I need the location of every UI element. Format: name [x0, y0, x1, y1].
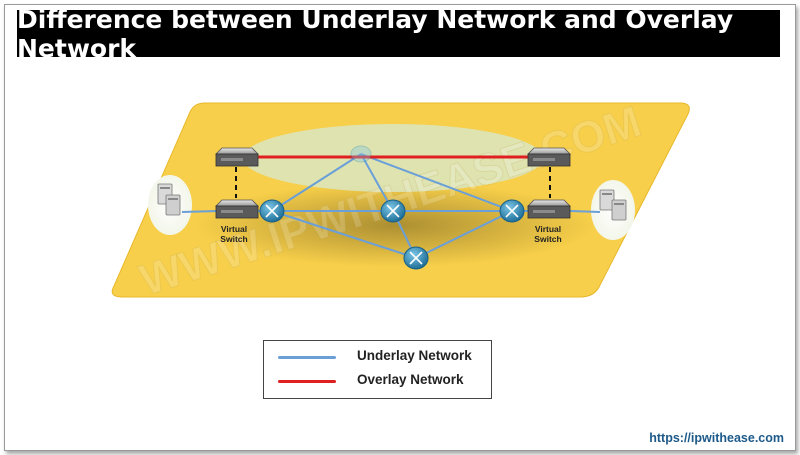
- underlay-swatch: [278, 356, 336, 359]
- footer-url[interactable]: https://ipwithease.com: [649, 431, 784, 445]
- left-virtual-switch-icon: [215, 199, 259, 219]
- left-switch-label-line2: Switch: [220, 234, 247, 244]
- legend-item-overlay: Overlay Network: [264, 370, 491, 394]
- router-icon-center: [380, 199, 406, 223]
- underlay-link: [271, 153, 362, 212]
- legend-label-overlay: Overlay Network: [357, 372, 464, 387]
- left-switch-label-line1: Virtual: [221, 224, 247, 234]
- right-virtual-switch-icon: [527, 199, 571, 219]
- page-title: Difference between Underlay Network and …: [17, 5, 780, 63]
- legend-label-underlay: Underlay Network: [357, 348, 472, 363]
- router-icon-bottom: [403, 246, 429, 270]
- underlay-link: [271, 210, 417, 259]
- underlay-link: [181, 210, 219, 213]
- legend-item-underlay: Underlay Network: [264, 346, 491, 370]
- right-servers-icon: [599, 189, 627, 221]
- underlay-link: [360, 153, 513, 212]
- underlay-link: [415, 210, 513, 259]
- overlay-swatch: [278, 380, 336, 383]
- page-title-text: Difference between Underlay Network and …: [17, 4, 734, 63]
- left-overlay-switch-icon: [215, 147, 259, 167]
- legend: Underlay Network Overlay Network: [263, 340, 492, 399]
- left-servers-icon: [157, 183, 181, 216]
- right-switch-label-line1: Virtual: [535, 224, 561, 234]
- right-switch-label-line2: Switch: [534, 234, 561, 244]
- underlay-link: [569, 210, 601, 213]
- right-overlay-switch-icon: [527, 147, 571, 167]
- router-icon-right: [499, 199, 525, 223]
- overlay-router-icon: [350, 145, 372, 163]
- router-icon-left: [259, 199, 285, 223]
